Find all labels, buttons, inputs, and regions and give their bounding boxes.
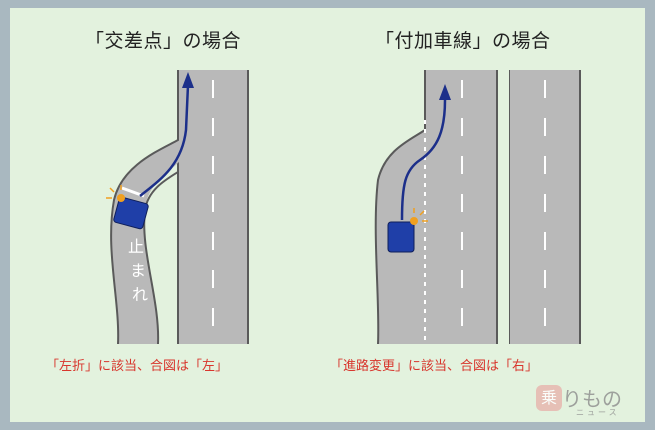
blinker-left-rays	[106, 185, 122, 199]
lane-change-arrowhead	[439, 84, 451, 100]
blinker-left	[117, 194, 125, 202]
caption-left-turn: 「左折」に該当、合図は「左」	[46, 359, 229, 374]
title-added-lane: 「付加車線」の場合	[375, 30, 551, 52]
turn-arrowhead-left	[182, 72, 194, 88]
lane-change-arrow	[400, 99, 447, 221]
added-lane-scene	[374, 70, 581, 345]
watermark-text: りもの	[562, 387, 622, 411]
watermark-badge: 乗	[536, 385, 562, 411]
road-marking-3: れ	[132, 285, 148, 304]
turn-arrow-left	[139, 84, 190, 197]
road-marking-2: ま	[130, 261, 146, 280]
intersection-scene	[106, 70, 249, 345]
blinker-right	[410, 217, 418, 225]
merge-lane-outer-edge	[374, 70, 426, 345]
caption-lane-change: 「進路変更」に該当、合図は「右」	[330, 359, 539, 374]
road-marking-1: 止	[128, 237, 144, 256]
watermark-subtext: ニュース	[576, 408, 620, 417]
side-road-left-outer-edge	[110, 70, 179, 345]
side-road-left	[111, 70, 190, 344]
watermark: 乗 りもの ニュース	[536, 383, 636, 419]
title-intersection: 「交差点」の場合	[85, 30, 242, 52]
car-right	[387, 221, 415, 253]
blinker-right-rays	[413, 208, 428, 222]
car-left	[113, 196, 149, 230]
